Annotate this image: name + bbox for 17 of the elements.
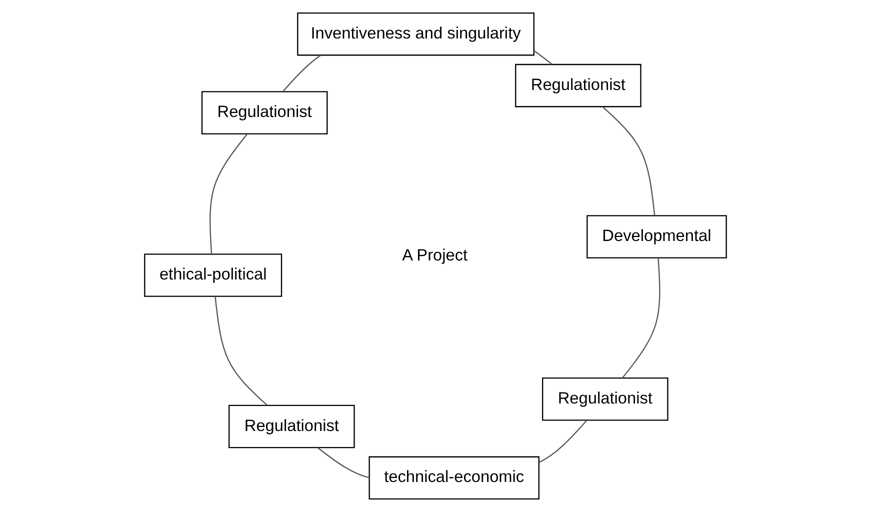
label: A Project <box>402 246 468 264</box>
connector <box>538 420 587 463</box>
connector <box>214 296 267 406</box>
node-box: Regulationist <box>228 404 354 448</box>
connector <box>622 258 660 378</box>
node-box: technical-economic <box>368 456 539 500</box>
node-box: Regulationist <box>200 91 328 134</box>
connector <box>602 106 655 216</box>
node-box: ethical-political <box>144 254 282 297</box>
connector <box>209 134 248 254</box>
connector <box>316 447 369 478</box>
node-box: Inventiveness and singularity <box>296 12 534 56</box>
connector <box>533 50 552 65</box>
node-box: Developmental <box>586 215 726 258</box>
connector <box>282 54 320 92</box>
node-box: Regulationist <box>542 377 668 421</box>
node-box: Regulationist <box>514 64 641 108</box>
